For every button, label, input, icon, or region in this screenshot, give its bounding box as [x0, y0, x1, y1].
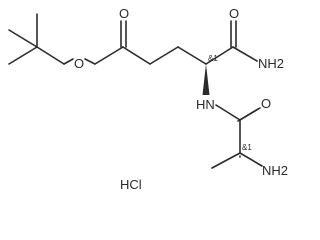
- dipeptide-amide-link: [215, 104, 261, 154]
- amide-oxygen: O: [229, 6, 239, 21]
- amide-nh2: NH2: [258, 56, 284, 71]
- stereo-label-1: &1: [208, 54, 218, 63]
- stereo-wedge-1: [202, 64, 210, 95]
- ester-oxygen: O: [74, 56, 84, 71]
- hydrochloride-salt-label: HCl: [120, 177, 142, 192]
- tert-butyl-group: [8, 13, 65, 65]
- peptide-carbonyl-oxygen: O: [261, 96, 271, 111]
- terminal-nh2: NH2: [262, 163, 288, 178]
- alanine-residue: [211, 152, 263, 169]
- ester-carbonyl-oxygen: O: [119, 6, 129, 21]
- glutamine-backbone: [122, 20, 258, 65]
- stereo-label-2: &1: [242, 143, 252, 152]
- chemical-structure: O O O NH2 HN O NH2 &1 &1 HCl: [8, 6, 288, 192]
- amine-nh: HN: [196, 97, 215, 112]
- ester-group: [63, 20, 127, 65]
